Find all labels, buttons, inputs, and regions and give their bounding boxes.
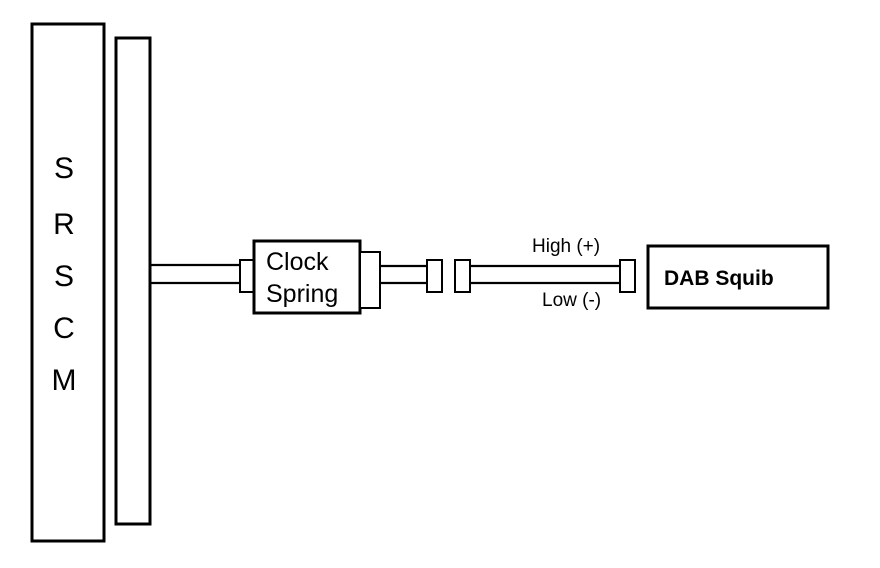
module-connector-strip (114, 36, 152, 526)
srscm-letter-3: S (54, 260, 74, 293)
dab-squib-box (646, 244, 830, 310)
squib-connector (619, 259, 636, 293)
clock-spring-label-line1: Clock (266, 248, 329, 276)
dab-squib-label: DAB Squib (664, 267, 774, 290)
clockspring-left-connector (239, 259, 255, 293)
clock-spring-label-line2: Spring (266, 280, 338, 308)
srscm-letter-1: S (54, 152, 74, 185)
srscm-module (30, 22, 106, 543)
high-label: High (+) (532, 236, 600, 257)
srscm-letter-5: M (52, 364, 77, 397)
inline-connector-right (454, 259, 471, 293)
low-label: Low (-) (542, 290, 601, 311)
clockspring-right-connector (359, 251, 381, 309)
srscm-letter-2: R (53, 208, 75, 241)
inline-connector-left (426, 259, 443, 293)
srscm-letter-4: C (53, 312, 75, 345)
